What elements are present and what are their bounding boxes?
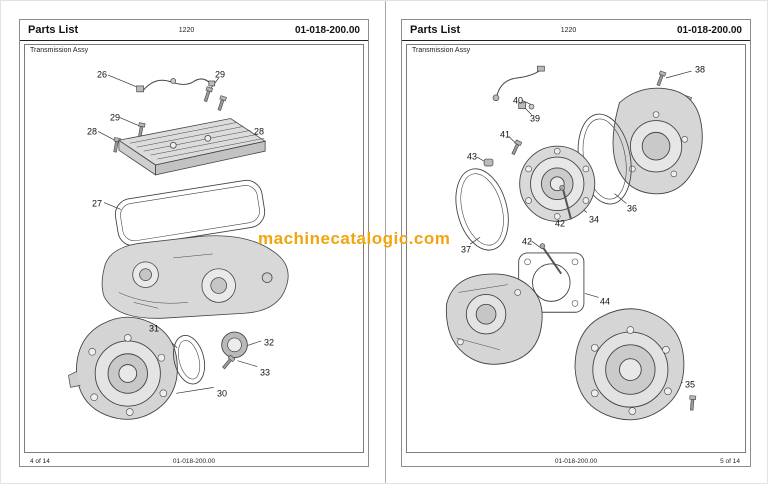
callout-number: 28	[86, 126, 98, 137]
footer-right	[249, 458, 358, 465]
callout-number: 29	[214, 69, 226, 80]
footer-page-indicator: 4 of 14	[30, 458, 50, 465]
diagram-frame: Transmission Assy	[24, 44, 364, 453]
page-right: Parts List 1220 01-018-200.00 Transmissi…	[401, 19, 751, 467]
spread-divider	[385, 1, 386, 483]
transmission-exploded-diagram	[68, 74, 289, 420]
callout-number: 37	[460, 244, 472, 255]
section-label: Transmission Assy	[412, 47, 471, 54]
section-label: Transmission Assy	[30, 47, 89, 54]
callout-number: 41	[499, 129, 511, 140]
callout-layer: 26 29 29 28 28 27 31 32 33 30	[25, 45, 363, 452]
callout-number: 42	[521, 236, 533, 247]
callout-number: 36	[626, 203, 638, 214]
callout-number: 30	[216, 388, 228, 399]
page-header: Parts List 1220 01-018-200.00	[402, 20, 750, 41]
callout-number: 26	[96, 69, 108, 80]
footer-left	[412, 458, 521, 465]
callout-number: 40	[512, 95, 524, 106]
callout-number: 32	[263, 337, 275, 348]
watermark-text: machinecatalogic.com	[258, 229, 451, 248]
doc-number: 01-018-200.00	[294, 24, 360, 36]
callout-number: 31	[148, 323, 160, 334]
page-title: Parts List	[410, 24, 461, 36]
footer-doc-number: 01-018-200.00	[554, 458, 598, 465]
callout-number: 38	[694, 64, 706, 75]
page-header: Parts List 1220 01-018-200.00	[20, 20, 368, 41]
page-footer: 01-018-200.00 5 of 14	[412, 458, 740, 465]
transmission-exploded-diagram	[445, 65, 703, 421]
callout-layer: 38 40 39 41 43 42 36 34 42 37 44 35	[407, 45, 745, 452]
callout-number: 43	[466, 151, 478, 162]
page-title: Parts List	[28, 24, 79, 36]
callout-number: 42	[554, 218, 566, 229]
page-code: 1220	[560, 26, 577, 34]
page-footer: 4 of 14 01-018-200.00	[30, 458, 358, 465]
callout-number: 39	[529, 113, 541, 124]
callout-number: 27	[91, 198, 103, 209]
page-left: Parts List 1220 01-018-200.00 Transmissi…	[19, 19, 369, 467]
callout-number: 28	[253, 126, 265, 137]
footer-doc-number: 01-018-200.00	[172, 458, 216, 465]
callout-number: 35	[684, 379, 696, 390]
doc-number: 01-018-200.00	[676, 24, 742, 36]
callout-number: 29	[109, 112, 121, 123]
callout-number: 34	[588, 214, 600, 225]
callout-number: 33	[259, 367, 271, 378]
footer-page-indicator: 5 of 14	[720, 458, 740, 465]
diagram-frame: Transmission Assy	[406, 44, 746, 453]
page-code: 1220	[178, 26, 195, 34]
callout-number: 44	[599, 296, 611, 307]
